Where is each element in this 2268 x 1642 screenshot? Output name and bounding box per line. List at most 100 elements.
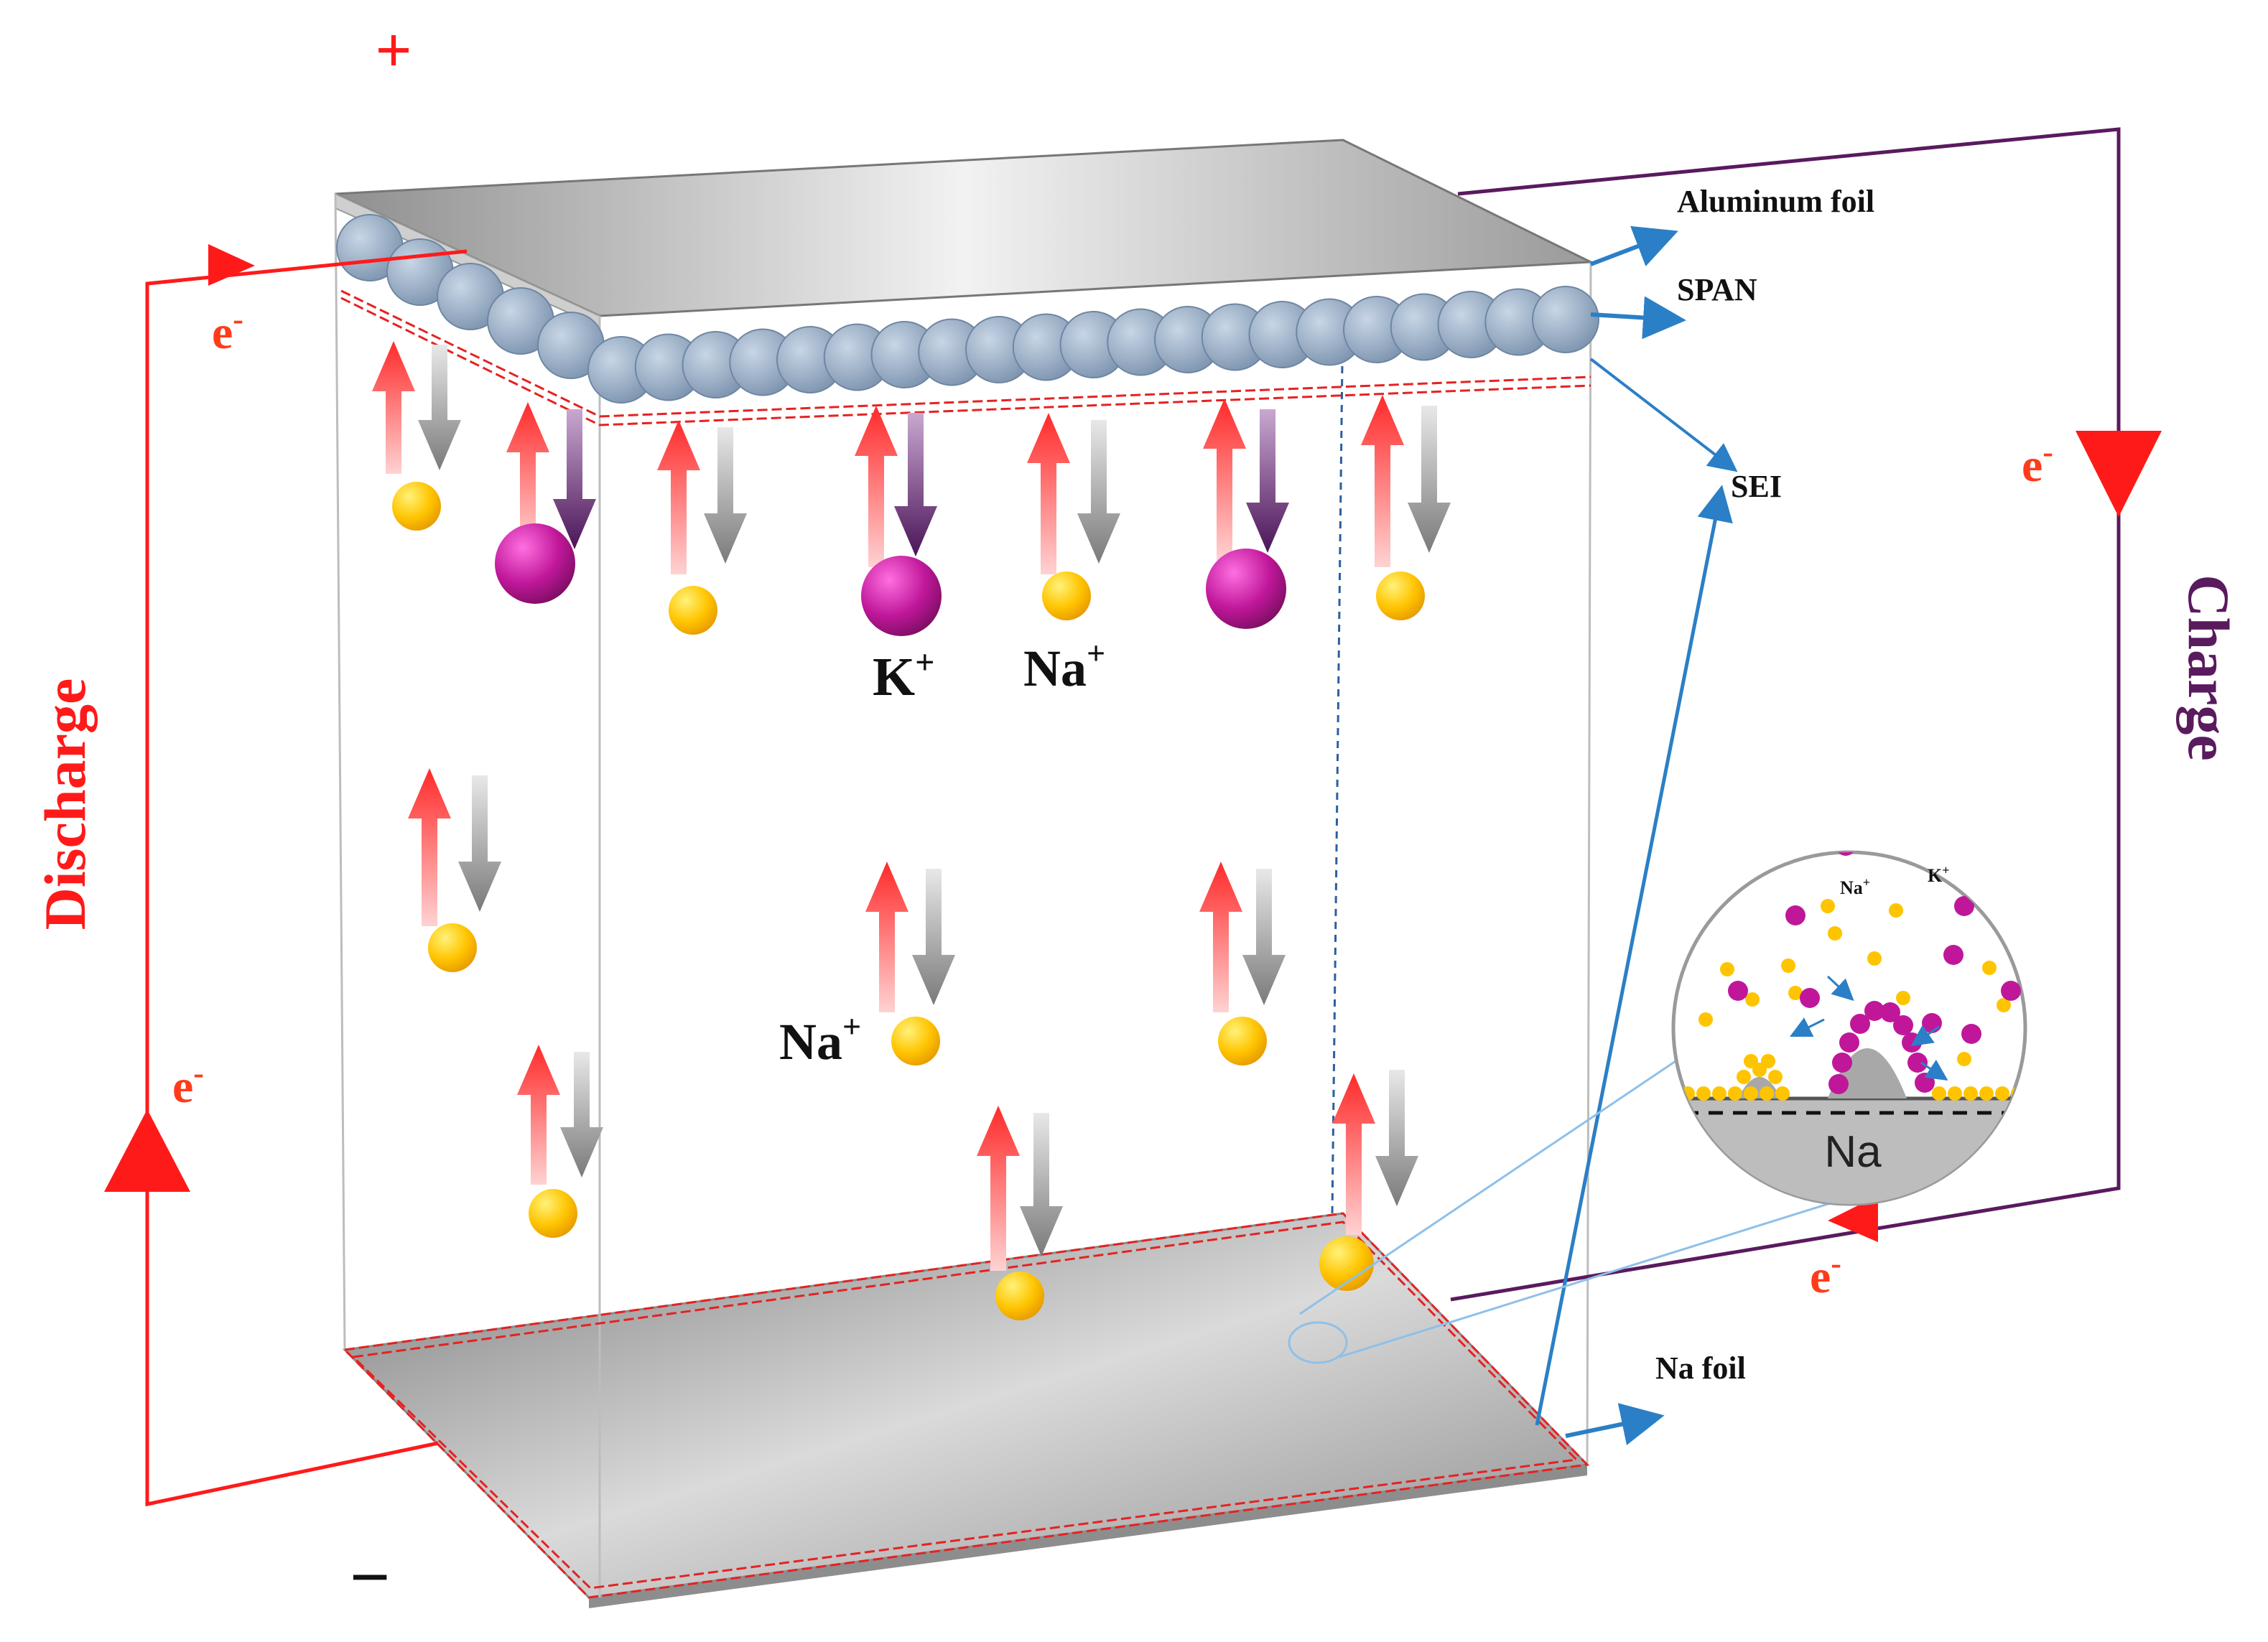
inset-k-ion [1915, 1073, 1935, 1093]
inset-k-ion [1922, 1013, 1942, 1033]
discharge-ion-arrow-icon [506, 402, 549, 546]
k-ion [495, 523, 575, 604]
inset-na-ion [1821, 899, 1835, 913]
charge-ion-arrow-icon [458, 775, 501, 912]
charge-ion-arrow-icon [1375, 1070, 1418, 1206]
cell-box [334, 139, 1595, 1608]
inset-na-ion [1728, 1086, 1742, 1101]
inset-k-ion [1907, 1053, 1928, 1073]
charge-ion-arrow-icon [418, 345, 461, 470]
discharge-ion-arrow-icon [865, 862, 908, 1012]
na-ion [428, 923, 477, 972]
inset-na-ion [1982, 961, 1997, 975]
charge-ion-arrow-icon [912, 869, 955, 1005]
inset-k-ion [1728, 981, 1748, 1001]
inset-na-ion [1720, 962, 1734, 976]
charge-ion-arrow-icon [1246, 409, 1289, 553]
charge-arrow-down-icon [2076, 431, 2162, 517]
span-sphere-layer [336, 214, 1599, 403]
discharge-circuit [104, 244, 468, 1507]
inset-na-ion [1760, 1086, 1774, 1101]
na-ion [1042, 572, 1091, 620]
na-ion [995, 1272, 1044, 1320]
charge-circuit [1450, 127, 2162, 1302]
inset-na-ion [1712, 1086, 1726, 1101]
ion-layer [372, 341, 1451, 1320]
charge-ion-arrow-icon [560, 1052, 603, 1177]
inset-k-ion [1902, 1032, 1922, 1053]
inset-na-ion [1788, 986, 1803, 1000]
inset-k-ion [1800, 988, 1820, 1008]
inset-na-ion [1957, 1052, 1971, 1066]
inset-k-ion-label: K+ [1928, 863, 1950, 886]
k-ion [1206, 549, 1286, 629]
inset-k-ion [1864, 1001, 1884, 1021]
discharge-ion-arrow-icon [372, 341, 415, 474]
charge-arrow-left-icon [1828, 1195, 1878, 1242]
inset-na-ion [1995, 1086, 2009, 1101]
inset-na-ion [1828, 926, 1842, 941]
discharge-ion-arrow-icon [1027, 413, 1070, 574]
inset-k-ion [1836, 852, 1856, 856]
inset-na-metal-label: Na [1824, 1127, 1882, 1177]
na-ion-label-middle: Na+ [779, 1008, 861, 1070]
electron-label-top-left: e- [212, 302, 243, 359]
na-ion [1218, 1017, 1267, 1065]
charge-ion-arrow-icon [553, 409, 596, 549]
inset-na-ion [1932, 1086, 1946, 1101]
inset-k-ion [1839, 1032, 1859, 1053]
span-sphere [1532, 286, 1599, 353]
component-pointers [1535, 225, 1738, 1445]
discharge-arrow-up-icon [104, 1109, 190, 1192]
inset-k-ion [1880, 1002, 1900, 1022]
discharge-arrow-right-icon [208, 244, 255, 286]
discharge-label: Discharge [32, 678, 98, 930]
discharge-ion-arrow-icon [1332, 1073, 1375, 1235]
discharge-ion-arrow-icon [855, 406, 898, 567]
positive-terminal: + [375, 15, 412, 86]
inset-k-ion [1961, 1024, 1981, 1044]
inset-na-ion [1698, 1012, 1713, 1027]
inset-na-ion [1744, 1086, 1758, 1101]
discharge-ion-arrow-icon [517, 1045, 560, 1185]
electron-label-right: e- [2022, 434, 2053, 492]
discharge-ion-arrow-icon [1361, 395, 1404, 567]
discharge-ion-arrow-icon [1203, 398, 1246, 560]
inset-k-ion [1828, 1074, 1849, 1094]
inset-na-ion [1768, 1070, 1783, 1084]
inset-na-ion [1761, 1054, 1775, 1068]
na-ion [392, 482, 441, 531]
inset-na-ion [1696, 1086, 1711, 1101]
na-ion [891, 1017, 940, 1065]
k-ion-label: K+ [873, 643, 934, 707]
charge-ion-arrow-icon [894, 413, 937, 556]
k-ion [861, 556, 942, 636]
inset-k-ion [1832, 1053, 1852, 1073]
charge-ion-arrow-icon [1242, 869, 1286, 1005]
inset-na-ion [1889, 903, 1903, 918]
inset-na-ion [1775, 1086, 1790, 1101]
charge-label: Charge [2176, 574, 2241, 761]
na-ion [1319, 1236, 1374, 1291]
inset-na-ion [1963, 1086, 1978, 1101]
discharge-ion-arrow-icon [977, 1106, 1020, 1271]
zoom-focus-circle [1288, 1321, 1348, 1364]
inset-na-ion [1744, 1054, 1758, 1068]
charge-ion-arrow-icon [704, 427, 747, 564]
inset-k-ion [1954, 896, 1974, 916]
inset-k-ion [2001, 981, 2021, 1001]
inset-na-ion [1979, 1086, 1994, 1101]
negative-terminal: − [350, 1537, 391, 1617]
inset-na-ion-label: Na+ [1840, 875, 1870, 898]
inset-k-ion [1850, 1014, 1870, 1034]
inset-na-ion [1948, 1086, 1962, 1101]
charge-ion-arrow-icon [1020, 1113, 1063, 1256]
discharge-ion-arrow-icon [408, 768, 451, 926]
discharge-ion-arrow-icon [1199, 862, 1242, 1012]
inset-k-ion [1943, 945, 1963, 965]
inset-na-ion [1997, 998, 2011, 1012]
charge-ion-arrow-icon [1408, 406, 1451, 553]
na-ion [1376, 572, 1425, 620]
inset-na-ion [1737, 1070, 1751, 1084]
